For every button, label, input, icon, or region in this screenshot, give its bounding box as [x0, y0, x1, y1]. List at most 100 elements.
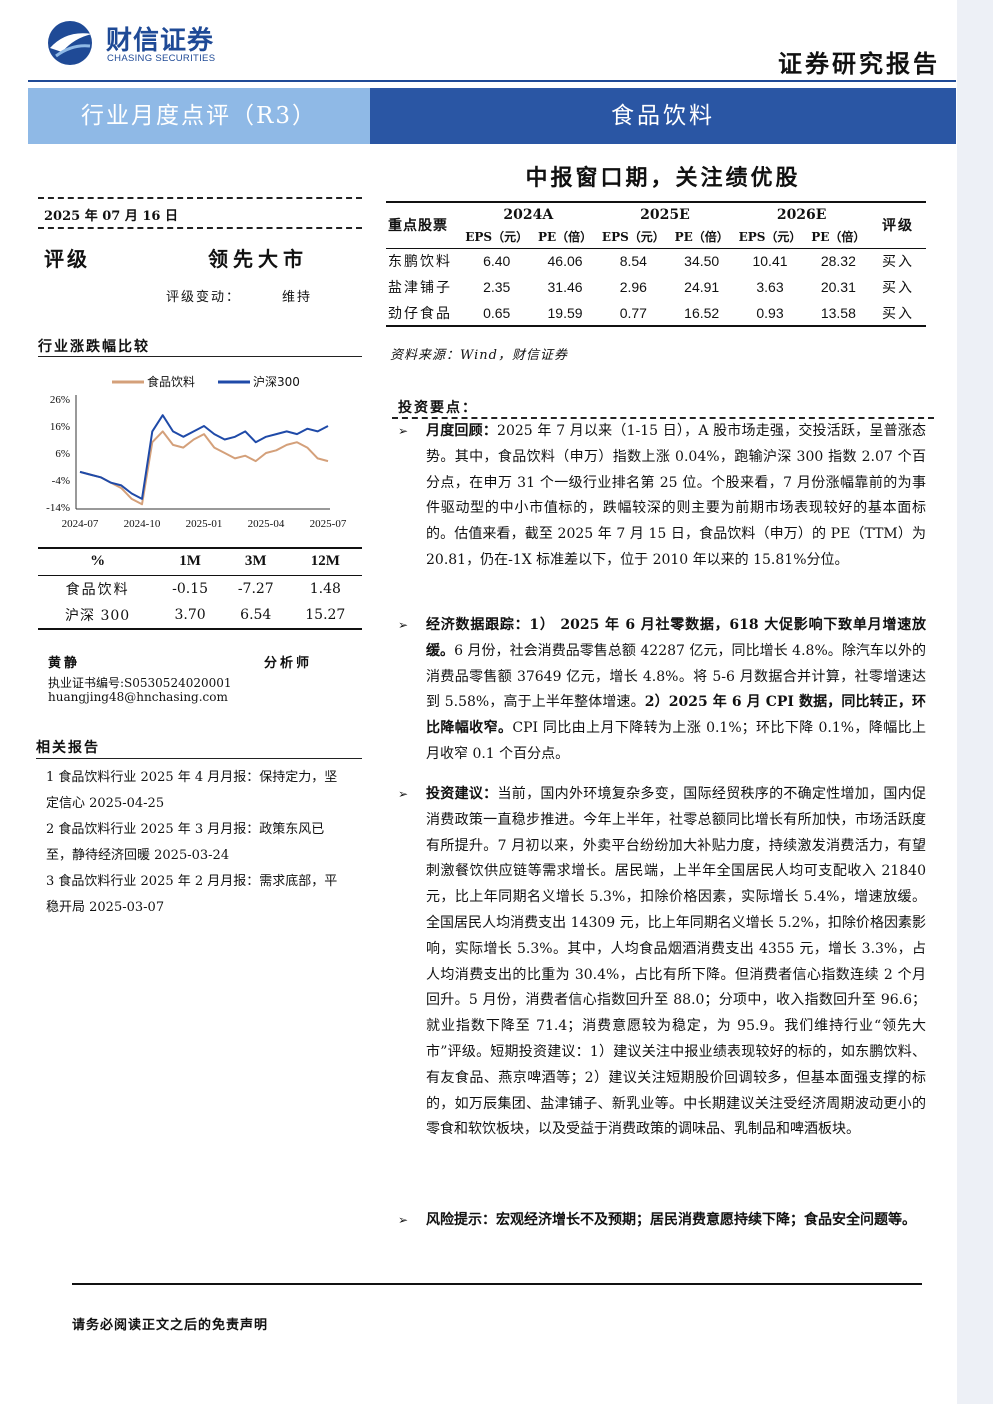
- stock-cell: 13.58: [806, 300, 870, 327]
- stock-cell: 46.06: [547, 253, 583, 270]
- point-economic-data: ➢ 经济数据跟踪：1） 2025 年 6 月社零数据，618 大促影响下致单月增…: [398, 613, 926, 768]
- industry-name: 食品饮料: [611, 103, 715, 129]
- stock-name: 东鹏饮料: [388, 254, 452, 271]
- eps-header: EPS（元）: [596, 226, 671, 249]
- rating-label: 评级: [44, 247, 90, 271]
- point-lead: 月度回顾：: [426, 423, 498, 439]
- key-points-divider: [392, 417, 934, 419]
- banner-right-bg: [370, 88, 956, 144]
- related-reports-list: 1 食品饮料行业 2025 年 4 月月报：保持定力，坚定信心 2025-04-…: [46, 765, 346, 921]
- point-monthly-review: ➢ 月度回顾：2025 年 7 月以来（1-15 日），A 股市场走强，交投活跃…: [398, 419, 926, 574]
- stock-cell: 0.93: [733, 300, 807, 327]
- perf-cell: 6.54: [240, 607, 272, 623]
- rating-value: 领先大市: [208, 247, 308, 271]
- eps-header: EPS（元）: [460, 226, 534, 249]
- eps-header: EPS（元）: [733, 226, 807, 249]
- related-report-link[interactable]: 3 食品饮料行业 2025 年 2 月月报：需求底部，平稳开局 2025-03-…: [46, 874, 338, 915]
- y-tick-label: 6%: [55, 448, 70, 460]
- stock-row: 东鹏饮料 6.40 46.06 8.54 34.50 10.41 28.32 买…: [386, 248, 926, 274]
- analyst-name: 黄静: [48, 656, 81, 671]
- rating-change-value: 维持: [282, 290, 313, 305]
- year-header: 2024A: [460, 201, 597, 226]
- point-lead: 2）2025 年 6 月 CPI 数据，同比转正，环比降幅收窄。: [426, 694, 926, 737]
- stock-cell: 19.59: [533, 300, 597, 327]
- stock-table-label: 重点股票: [386, 201, 460, 249]
- related-report-link[interactable]: 2 食品饮料行业 2025 年 3 月月报：政策东风已至，静待经济回暖 2025…: [46, 822, 325, 863]
- perf-header-cell: 12M: [310, 553, 340, 570]
- company-name-cn: 财信证券: [106, 25, 215, 55]
- key-points-title: 投资要点：: [398, 400, 478, 416]
- page-side-strip: [957, 0, 993, 1404]
- analyst-email-link[interactable]: huangjing48@hnchasing.com: [48, 690, 228, 704]
- y-tick-label: 26%: [50, 394, 70, 406]
- perf-row-name: 沪深 300: [65, 608, 131, 624]
- perf-cell: -0.15: [172, 580, 209, 597]
- perf-header-cell: %: [90, 553, 106, 570]
- report-category: 行业月度点评（R3）: [81, 103, 317, 129]
- date-top-divider: [38, 197, 362, 199]
- point-text: 6 月份，社会消费品零售总额 42287 亿元，同比增长 4.8%。除汽车以外的…: [426, 642, 927, 711]
- bullet-arrow-icon: ➢: [398, 618, 409, 632]
- point-lead: 风险提示：: [426, 1212, 496, 1228]
- stock-cell: 0.65: [460, 300, 534, 327]
- stock-rating: 买入: [882, 280, 914, 296]
- x-tick-label: 2024-10: [124, 518, 161, 530]
- series-line-1: [79, 430, 329, 506]
- stock-cell: 3.63: [756, 279, 784, 295]
- pe-header: PE（倍）: [533, 226, 597, 249]
- perf-header-cell: 3M: [244, 553, 267, 570]
- bullet-arrow-icon: ➢: [398, 787, 409, 801]
- stock-cell: 20.31: [820, 279, 856, 295]
- point-risk-warning: ➢ 风险提示：宏观经济增长不及预期；居民消费意愿持续下降；食品安全问题等。: [398, 1208, 926, 1234]
- chart-section-title: 行业涨跌幅比较: [38, 339, 150, 355]
- stock-name: 劲仔食品: [386, 300, 460, 327]
- stock-cell: 10.41: [752, 253, 788, 270]
- y-tick-label: 16%: [50, 421, 70, 433]
- table-source-note: 资料来源：Wind，财信证券: [390, 348, 568, 363]
- perf-cell: 15.27: [305, 607, 346, 623]
- pe-header: PE（倍）: [670, 226, 734, 249]
- performance-table: % 1M 3M 12M 食品饮料 -0.15 -7.27 1.48 沪深 300…: [38, 547, 362, 630]
- stock-cell: 16.52: [670, 300, 734, 327]
- related-reports-divider: [36, 758, 362, 759]
- analyst-certificate: 执业证书编号:S0530524020001: [48, 676, 232, 690]
- related-report-link[interactable]: 1 食品饮料行业 2025 年 4 月月报：保持定力，坚定信心 2025-04-…: [46, 770, 338, 811]
- point-text: CPI 同比由上月下降转为上涨 0.1%；环比下降 0.1%，降幅比上月收窄 0…: [426, 720, 926, 762]
- perf-row-name: 食品饮料: [65, 581, 130, 598]
- x-tick-label: 2024-07: [62, 518, 99, 530]
- header-divider: [28, 80, 956, 82]
- stock-row: 劲仔食品 0.65 19.59 0.77 16.52 0.93 13.58 买入: [386, 300, 926, 327]
- analyst-role: 分析师: [264, 656, 313, 671]
- perf-table-header: % 1M 3M 12M: [38, 548, 362, 575]
- stock-cell: 0.77: [596, 300, 671, 327]
- stock-table-metric-header: EPS（元） PE（倍） EPS（元） PE（倍） EPS（元） PE（倍）: [386, 226, 926, 249]
- stock-cell: 6.40: [483, 253, 511, 270]
- point-text: 当前，国内外环境复杂多变，国际经贸秩序的不确定性增加，国内促消费政策一直稳步推进…: [426, 786, 927, 1138]
- pe-header: PE（倍）: [806, 226, 870, 249]
- y-tick-label: -4%: [52, 475, 70, 487]
- stock-cell: 34.50: [684, 253, 720, 270]
- report-type-label: 证券研究报告: [778, 49, 940, 78]
- company-logo-icon: [48, 21, 92, 65]
- footer-divider: [72, 1283, 922, 1285]
- related-reports-title: 相关报告: [36, 740, 100, 756]
- stock-forecast-table: 重点股票 2024A 2025E 2026E 评级 EPS（元） PE（倍） E…: [386, 201, 926, 327]
- report-date: 2025 年 07 月 16 日: [44, 209, 178, 224]
- stock-name: 盐津铺子: [388, 280, 452, 296]
- stock-cell: 2.96: [619, 279, 647, 295]
- perf-table-row: 食品饮料 -0.15 -7.27 1.48: [38, 575, 362, 602]
- point-lead: 经济数据跟踪：1） 2025 年 6 月社零数据，618 大促影响下致单月增速放…: [426, 617, 926, 659]
- disclaimer-link[interactable]: 请务必阅读正文之后的免责声明: [72, 1318, 269, 1333]
- rating-change-label: 评级变动：: [166, 290, 242, 305]
- point-investment-advice: ➢ 投资建议：当前，国内外环境复杂多变，国际经贸秩序的不确定性增加，国内促消费政…: [398, 782, 926, 1143]
- legend-label: 食品饮料: [147, 374, 195, 389]
- rating-header: 评级: [870, 201, 926, 249]
- point-text: 2025 年 7 月以来（1-15 日），A 股市场走强，交投活跃，呈普涨态势。…: [426, 423, 926, 568]
- stock-row: 盐津铺子 2.35 31.46 2.96 24.91 3.63 20.31 买入: [386, 274, 926, 300]
- x-tick-label: 2025-07: [310, 518, 347, 530]
- chart-section-divider: [38, 356, 362, 357]
- point-lead: 投资建议：: [426, 786, 498, 802]
- stock-cell: 31.46: [547, 279, 583, 295]
- report-headline: 中报窗口期，关注绩优股: [525, 165, 801, 191]
